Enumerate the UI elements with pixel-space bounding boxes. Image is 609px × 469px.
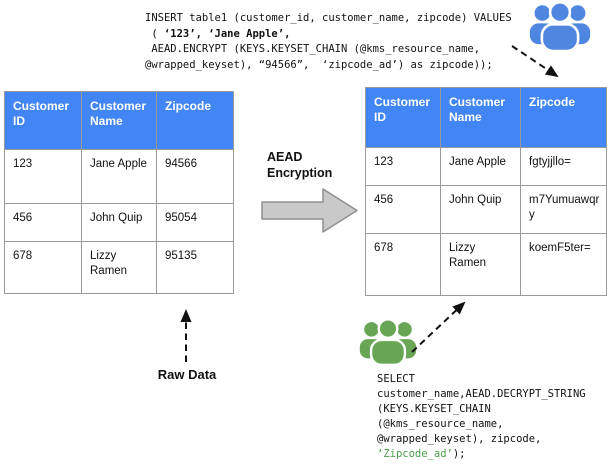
- cell: 123: [365, 147, 441, 186]
- dashed-arrow-to-raw-table: [180, 309, 192, 362]
- code-line: AEAD.ENCRYPT (KEYS.KEYSET_CHAIN (@kms_re…: [145, 43, 481, 55]
- code-line: customer_name,AEAD.DECRYPT_STRING: [377, 388, 586, 400]
- insert-sql-code: INSERT table1 (customer_id, customer_nam…: [145, 11, 512, 73]
- code-line: (@kms_resource_name,: [377, 418, 504, 430]
- column-header-zipcode: Zipcode: [156, 91, 234, 150]
- dashed-arrow-to-encrypted-table: [511, 45, 559, 78]
- column-header-customer-name: Customer Name: [440, 87, 521, 148]
- code-line: @wrapped_keyset), zipcode,: [377, 433, 542, 445]
- cell: 678: [365, 233, 441, 296]
- select-sql-code: SELECT customer_name,AEAD.DECRYPT_STRING…: [377, 372, 586, 462]
- cell: m7Yumuawqry: [520, 185, 607, 234]
- dashed-arrow-from-select: [411, 301, 466, 353]
- cell: Lizzy Ramen: [81, 241, 157, 294]
- code-line: SELECT: [377, 373, 415, 385]
- users-group-icon-blue: [529, 1, 591, 51]
- raw-data-table: Customer ID Customer Name Zipcode 123 Ja…: [4, 91, 234, 294]
- cell: Jane Apple: [440, 147, 521, 186]
- table-header-row: Customer ID Customer Name Zipcode: [365, 87, 607, 148]
- code-line: ‘Zipcode_ad’);: [377, 448, 466, 460]
- users-group-icon-green: [359, 318, 417, 367]
- table-row: 123 Jane Apple 94566: [4, 149, 234, 204]
- table-header-row: Customer ID Customer Name Zipcode: [4, 91, 234, 150]
- code-line: @wrapped_keyset), “94566”, ‘zipcode_ad’)…: [145, 58, 493, 71]
- column-header-customer-id: Customer ID: [4, 91, 82, 150]
- cell: John Quip: [81, 203, 157, 242]
- cell: koemF5ter=: [520, 233, 607, 296]
- cell: 678: [4, 241, 82, 294]
- column-header-customer-name: Customer Name: [81, 91, 157, 150]
- encrypted-data-table: Customer ID Customer Name Zipcode 123 Ja…: [365, 87, 607, 296]
- table-row: 678 Lizzy Ramen 95135: [4, 241, 234, 294]
- cell: fgtyjjllo=: [520, 147, 607, 186]
- cell: 95054: [156, 203, 234, 242]
- code-line: (KEYS.KEYSET_CHAIN: [377, 403, 491, 415]
- code-string-literal: ‘Zipcode_ad’: [377, 448, 453, 460]
- code-line: INSERT table1 (customer_id, customer_nam…: [145, 12, 512, 24]
- raw-data-label: Raw Data: [157, 367, 217, 382]
- code-literal: ‘123’, ‘Jane Apple’,: [163, 27, 291, 40]
- cell: 94566: [156, 149, 234, 204]
- cell: Jane Apple: [81, 149, 157, 204]
- code-line: ( ‘123’, ‘Jane Apple’,: [145, 27, 291, 40]
- cell: Lizzy Ramen: [440, 233, 521, 296]
- cell: 456: [4, 203, 82, 242]
- cell: 456: [365, 185, 441, 234]
- table-row: 456 John Quip 95054: [4, 203, 234, 242]
- table-row: 123 Jane Apple fgtyjjllo=: [365, 147, 607, 186]
- block-arrow-right-icon: [261, 188, 358, 233]
- cell: John Quip: [440, 185, 521, 234]
- cell: 123: [4, 149, 82, 204]
- table-row: 456 John Quip m7Yumuawqry: [365, 185, 607, 234]
- encryption-arrow-label: AEAD Encryption: [267, 150, 333, 180]
- table-row: 678 Lizzy Ramen koemF5ter=: [365, 233, 607, 296]
- column-header-customer-id: Customer ID: [365, 87, 441, 148]
- cell: 95135: [156, 241, 234, 294]
- column-header-zipcode: Zipcode: [520, 87, 607, 148]
